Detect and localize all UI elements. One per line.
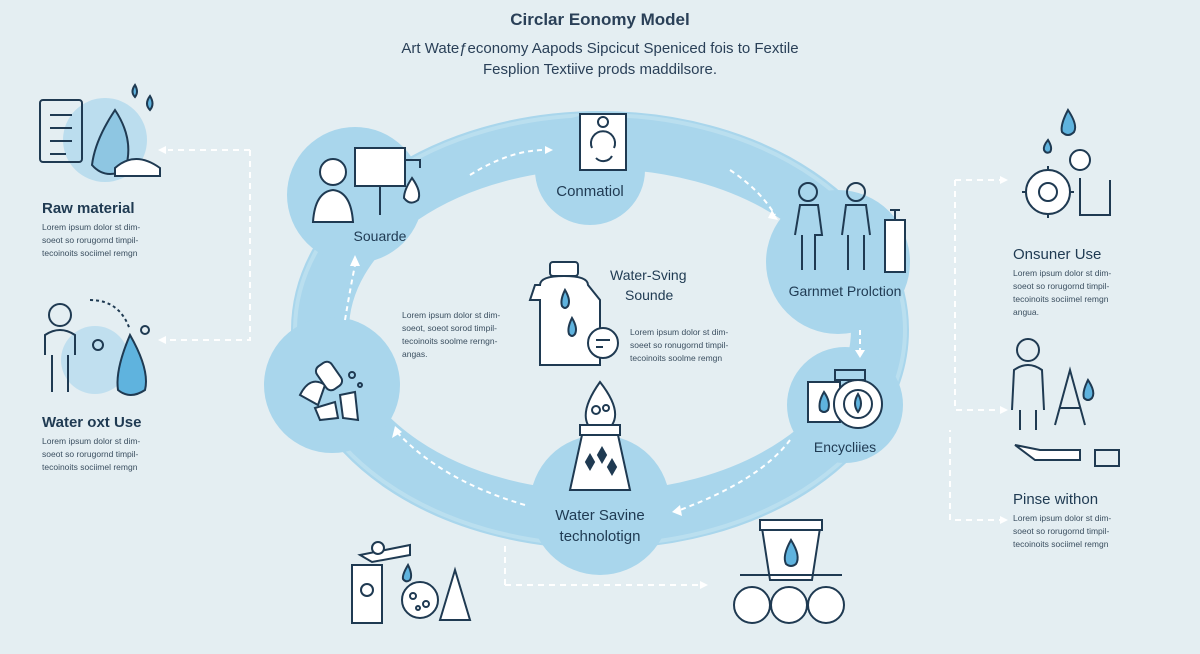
- raw-material-line-3: tecoinoits sociimel remgn: [42, 248, 138, 258]
- center-left-line-2: soeot, soeot sorod timpil-: [402, 323, 497, 333]
- water-use-heading: Water oxt Use: [42, 414, 142, 431]
- pinse-within-line-2: soeot so rorugornd timpil-: [1013, 526, 1110, 536]
- pinse-within-line-1: Lorem ipsum dolor st dim-: [1013, 513, 1112, 523]
- page-title: Circlar Eonomy Model: [510, 10, 690, 29]
- garment-node: [766, 190, 910, 334]
- source-label: Souarde: [353, 228, 407, 244]
- pinse-within-block: Pinse withon Lorem ipsum dolor st dim- s…: [1013, 491, 1111, 551]
- center-left-line-4: angas.: [402, 349, 428, 359]
- center-right-line-1: Lorem ipsum dolor st dim-: [630, 327, 729, 337]
- center-right-line-3: tecoinoits soolme remgn: [630, 353, 723, 363]
- pump-icon: [351, 541, 472, 624]
- garment-workers-icon: [794, 182, 906, 273]
- pinse-within-line-3: tecoinoits sociimel remgn: [1013, 539, 1109, 549]
- person-water-icon: [44, 299, 150, 396]
- machine-drop-icon: [807, 369, 883, 429]
- consumer-use-line-3: tecoinoits sociimel remgn: [1013, 294, 1109, 304]
- encyclies-label: Encycliies: [813, 439, 877, 455]
- gear-drops-icon: [1022, 108, 1111, 218]
- consumer-use-line-1: Lorem ipsum dolor st dim-: [1013, 268, 1112, 278]
- center-right-line-2: soeet so ronugornd timpil-: [630, 340, 729, 350]
- center-heading: Water-Sving Sounde: [610, 265, 687, 305]
- water-saving-tech-line-1: Water Savine: [555, 507, 645, 524]
- consumer-use-line-4: angua.: [1013, 307, 1039, 317]
- subtitle-line-2: Fesplion Textiive prods maddilsore.: [482, 61, 717, 78]
- conmation-label: Conmatiol: [556, 183, 624, 200]
- consumer-use-line-2: soeot so rorugornd timpil-: [1013, 281, 1110, 291]
- source-icon: [311, 147, 421, 223]
- water-use-block: Water oxt Use Lorem ipsum dolor st dim- …: [42, 414, 141, 474]
- center-heading-line-1: Water-Sving: [610, 267, 687, 283]
- center-heading-line-2: Sounde: [625, 287, 674, 303]
- pinse-within-heading: Pinse withon: [1013, 491, 1099, 508]
- page-subtitle: Art Wateƒeconomy Aapods Sipcicut Spenice…: [300, 38, 900, 80]
- subtitle-line-1: Art Wateƒeconomy Aapods Sipcicut Spenice…: [401, 40, 799, 57]
- raw-material-line-2: soeot so rorugornd timpil-: [42, 235, 139, 245]
- raw-material-icon: [39, 83, 161, 177]
- consumer-use-block: Onsuner Use Lorem ipsum dolor st dim- so…: [1013, 246, 1111, 319]
- center-right-text: Lorem ipsum dolor st dim- soeet so ronug…: [630, 326, 728, 365]
- center-left-line-1: Lorem ipsum dolor st dim-: [402, 310, 501, 320]
- center-left-line-3: tecoinoits soolme rerngn-: [402, 336, 498, 346]
- filter-machine-icon: [733, 519, 845, 624]
- water-use-line-3: tecoinoits sociimel remgn: [42, 462, 138, 472]
- document-recycle-icon: [579, 113, 627, 171]
- consumer-use-heading: Onsuner Use: [1013, 246, 1102, 263]
- water-saving-tech-label: Water Savine technolotign: [525, 505, 675, 547]
- center-bottle-icon: [528, 261, 619, 366]
- person-tools-icon: [1011, 338, 1120, 467]
- raw-material-block: Raw material Lorem ipsum dolor st dim- s…: [42, 200, 140, 260]
- recycle-items-icon: [298, 360, 363, 422]
- raw-material-line-1: Lorem ipsum dolor st dim-: [42, 222, 141, 232]
- water-use-line-2: soeot so rorugornd timpil-: [42, 449, 139, 459]
- center-left-text: Lorem ipsum dolor st dim- soeot, soeot s…: [402, 309, 500, 361]
- water-saving-node: [530, 435, 670, 575]
- garment-label: Garnmet Prolction: [788, 283, 902, 299]
- water-saving-tech-line-2: technolotign: [559, 528, 641, 545]
- raw-material-heading: Raw material: [42, 200, 135, 217]
- water-lamp-icon: [568, 380, 632, 491]
- water-use-line-1: Lorem ipsum dolor st dim-: [42, 436, 141, 446]
